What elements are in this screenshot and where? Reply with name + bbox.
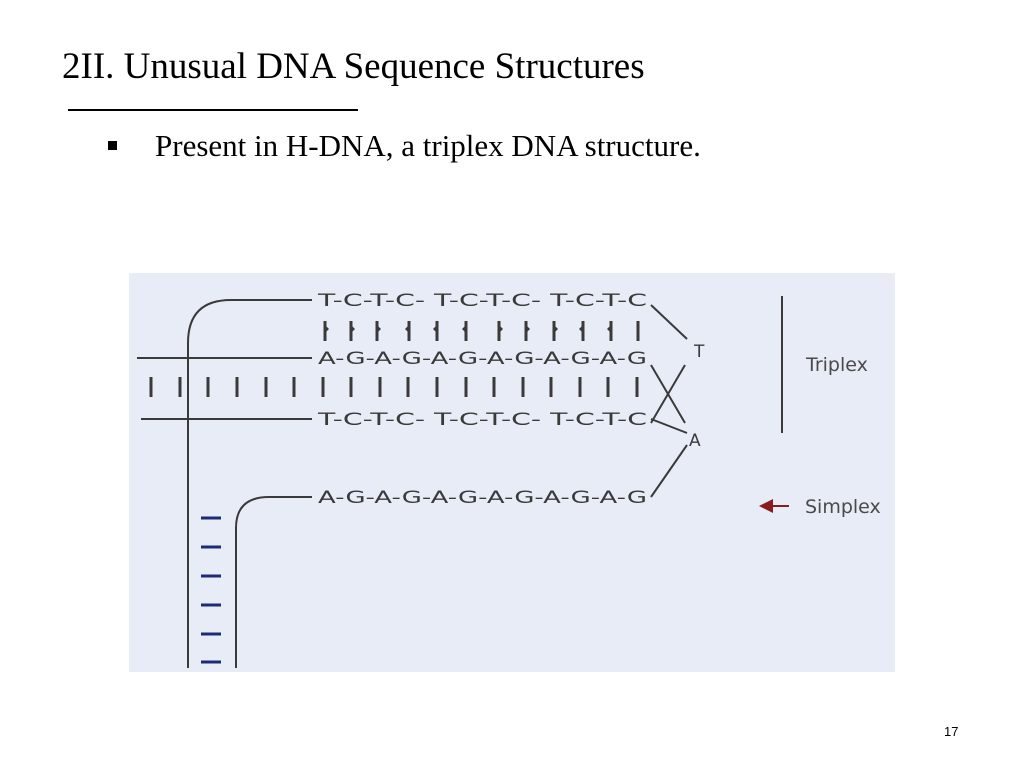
- loop-label-a: A: [689, 431, 701, 451]
- bullet-square-icon: [108, 141, 117, 150]
- hoogsteen-bonds: [323, 321, 640, 341]
- title-underline: [68, 109, 358, 111]
- slide-title: 2II. Unusual DNA Sequence Structures: [62, 46, 645, 87]
- simplex-label: Simplex: [805, 496, 881, 518]
- loop-label-t: T: [693, 342, 705, 362]
- inner-backbone: [235, 496, 312, 668]
- arrow-left-icon: [759, 499, 789, 513]
- bullet-text: Present in H-DNA, a triplex DNA structur…: [155, 128, 701, 163]
- slide-number: 17: [944, 724, 959, 739]
- third-strand-sequence: T-C-T-C- T-C-T-C- T-C-T-C: [316, 291, 647, 311]
- pyrimidine-strand-sequence: T-C-T-C- T-C-T-C- T-C-T-C: [316, 410, 647, 430]
- loop-connectors: [650, 304, 688, 498]
- outer-backbone: [187, 299, 312, 668]
- duplex-ticks-left: [149, 377, 296, 397]
- h-dna-svg: T-C-T-C- T-C-T-C- T-C-T-C A-G-A-G-A-G-A-…: [137, 291, 881, 668]
- purine-strand-sequence: A-G-A-G-A-G-A-G-A-G-A-G: [318, 349, 647, 369]
- watson-crick-ticks: [321, 377, 639, 397]
- triplex-label: Triplex: [805, 354, 868, 376]
- single-strand-sequence: A-G-A-G-A-G-A-G-A-G-A-G: [318, 488, 647, 508]
- h-dna-diagram: T-C-T-C- T-C-T-C- T-C-T-C A-G-A-G-A-G-A-…: [129, 273, 895, 672]
- single-strand-ticks: [201, 516, 221, 664]
